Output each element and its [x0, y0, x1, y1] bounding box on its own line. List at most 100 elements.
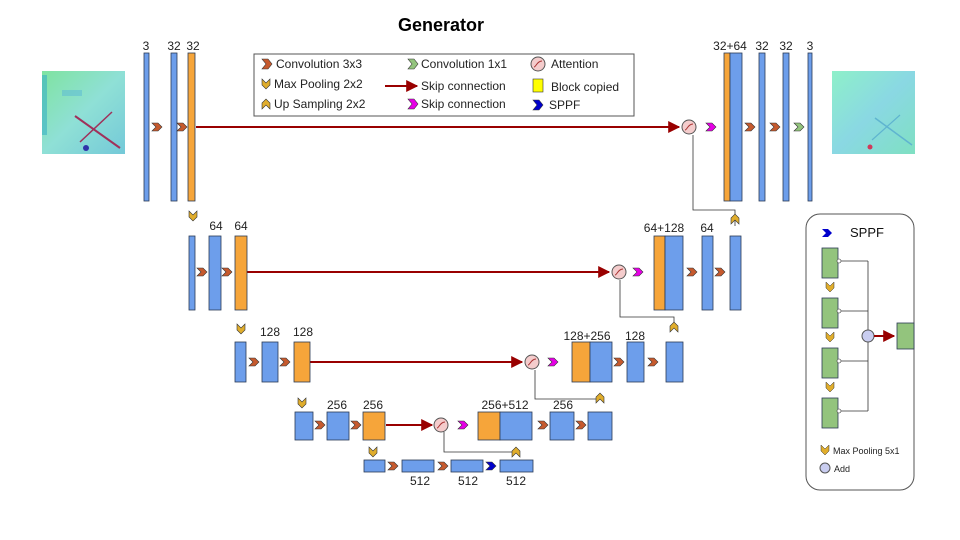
gate-line-1 [692, 135, 736, 215]
dec3-label-2: 128 [625, 329, 645, 343]
bottleneck-block-2 [401, 459, 435, 473]
sppf-maxpool-legend-icon [820, 444, 830, 456]
legend-block-copied-label: Block copied [551, 80, 619, 94]
dec4-conv3x3-1 [537, 420, 549, 430]
conv1x1-legend-icon [407, 58, 419, 70]
bottleneck-label-2: 512 [458, 474, 478, 488]
sppf-legend-icon [532, 99, 544, 111]
legend-conv1x1-label: Convolution 1x1 [421, 57, 507, 71]
bottleneck-block-4 [499, 459, 534, 473]
sppf-add-label: Add [834, 464, 850, 474]
legend-box [253, 53, 635, 117]
enc4-conv3x3-1 [314, 420, 326, 430]
legend-sppf-label: SPPF [549, 98, 580, 112]
enc4-label-1: 256 [327, 398, 347, 412]
bottleneck-label-1: 512 [410, 474, 430, 488]
enc3-block-2 [261, 341, 279, 383]
dec2-concat-blue [664, 235, 684, 311]
maxpool-4 [368, 446, 378, 458]
dec1-concat-blue [729, 52, 743, 202]
dec1-block-4 [807, 52, 813, 202]
legend: Convolution 3x3 Max Pooling 2x2 Up Sampl… [253, 53, 635, 117]
upsample-legend-icon [261, 98, 271, 110]
sppf-tap-2 [836, 308, 842, 314]
bottleneck-block-1 [363, 459, 386, 473]
maxpool-1 [188, 210, 198, 222]
dec4-block-3 [587, 411, 613, 441]
enc1-conv3x3-1 [151, 122, 163, 132]
input-texture-image [42, 71, 125, 154]
output-texture-image [832, 71, 915, 154]
skip-magenta-level2 [632, 267, 644, 277]
enc2-conv3x3-2 [221, 267, 233, 277]
enc4-block-1 [294, 411, 314, 441]
bottleneck-conv3x3-2 [437, 461, 449, 471]
gate-line-2 [619, 280, 675, 323]
attention-level3 [524, 354, 540, 370]
sppf-tap-1 [836, 258, 842, 264]
dec3-label-1: 128+256 [563, 329, 610, 343]
diagram-title: Generator [398, 15, 484, 35]
sppf-output-block [896, 322, 915, 350]
attention-level1-glyph [684, 123, 694, 131]
enc1-block-1 [143, 52, 150, 202]
upsample-1 [730, 213, 740, 225]
dec4-conv3x3-2 [575, 420, 587, 430]
attention-level2-glyph [614, 268, 624, 276]
sppf-block-3 [821, 347, 839, 379]
dec3-conv3x3-1 [613, 357, 625, 367]
dec2-label-1: 64+128 [644, 221, 685, 235]
dec4-label-2: 256 [553, 398, 573, 412]
bottleneck-label-3: 512 [506, 474, 526, 488]
attention-level3-glyph [527, 358, 537, 366]
connectors [196, 121, 736, 453]
dec1-conv1x1 [793, 122, 805, 132]
attention-level4 [433, 417, 449, 433]
sppf-maxpool-1 [825, 281, 835, 293]
attention-legend-icon [530, 56, 546, 72]
dec1-block-3 [782, 52, 790, 202]
maxpool-legend-icon [261, 78, 271, 90]
dec1-conv3x3-2 [769, 122, 781, 132]
dec2-conv3x3-2 [714, 267, 726, 277]
legend-skip-red-label: Skip connection [421, 79, 506, 93]
sppf-tap-4 [836, 408, 842, 414]
enc1-label-3: 32 [186, 39, 200, 53]
enc4-conv3x3-2 [350, 420, 362, 430]
operation-icons [151, 119, 805, 471]
dec3-concat-orange [571, 341, 591, 383]
sppf-add-legend-icon [819, 462, 831, 474]
dec2-block-3 [729, 235, 742, 311]
upsample-2 [669, 321, 679, 333]
dec1-conv3x3-1 [744, 122, 756, 132]
enc1-block-2 [170, 52, 178, 202]
skip-magenta-level3 [547, 357, 559, 367]
dec2-concat-orange [653, 235, 666, 311]
dec3-block-2 [626, 341, 645, 383]
bottleneck-sppf [485, 461, 497, 471]
enc2-conv3x3-1 [196, 267, 208, 277]
skip-magenta-legend-icon [407, 98, 419, 110]
enc3-conv3x3-2 [279, 357, 291, 367]
enc3-label-1: 128 [260, 325, 280, 339]
maxpool-3 [297, 397, 307, 409]
upsample-3 [595, 392, 605, 404]
dec1-label-3: 32 [779, 39, 793, 53]
attention-level2 [611, 264, 627, 280]
sppf-title-icon [822, 229, 832, 237]
sppf-block-2 [821, 297, 839, 329]
attention-level1 [681, 119, 697, 135]
sppf-add-node [861, 329, 875, 343]
legend-conv3x3-label: Convolution 3x3 [276, 57, 362, 71]
dec4-concat-orange [477, 411, 501, 441]
block-copied-legend-icon [532, 78, 544, 93]
sppf-panel: SPPF Max Pooling 5x1 Add [805, 213, 915, 491]
legend-skip-magenta-label: Skip connection [421, 97, 506, 111]
bottleneck-block-3 [450, 459, 484, 473]
dec1-label-1: 32+64 [713, 39, 747, 53]
enc1-label-1: 3 [143, 39, 150, 53]
enc3-block-1 [234, 341, 247, 383]
sppf-maxpool-2 [825, 331, 835, 343]
dec1-label-4: 3 [807, 39, 814, 53]
